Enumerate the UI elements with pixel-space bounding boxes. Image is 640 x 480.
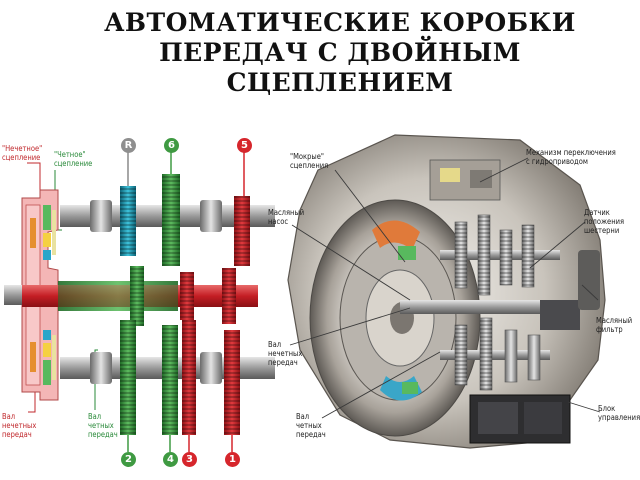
title-line-1: АВТОМАТИЧЕСКИЕ КОРОБКИ [104,8,576,37]
label-oil-filter: Масляный фильтр [596,316,633,334]
label-shift-mechanism: Механизм переключения с гидроприводом [526,148,616,166]
label-odd-shaft-left: Вал нечетных передач [2,412,37,439]
label-odd-clutch: "Нечетное" сцепление [2,144,43,162]
label-odd-shaft-right: Вал нечетных передач [268,340,303,367]
marker-gear-1: 1 [225,452,240,467]
marker-gear-6: 6 [164,138,179,153]
title-line-3: СЦЕПЛЕНИЕМ [226,68,454,97]
synchronizer [200,352,222,384]
synchronizer [90,200,112,232]
label-oil-pump: Масляный насос [268,208,305,226]
synchronizer [200,200,222,232]
title-line-2: ПЕРЕДАЧ С ДВОЙНЫМ [159,38,521,67]
marker-gear-5: 5 [237,138,252,153]
page-title: АВТОМАТИЧЕСКИЕ КОРОБКИ ПЕРЕДАЧ С ДВОЙНЫМ… [60,8,620,98]
label-wet-clutches: "Мокрые" сцепления [290,152,329,170]
gearbox-cutaway [287,134,606,449]
label-even-shaft-left: Вал четных передач [88,412,118,439]
marker-gear-2: 2 [121,452,136,467]
label-even-shaft-right: Вал четных передач [296,412,326,439]
marker-reverse: R [121,138,136,153]
synchronizer [90,352,112,384]
marker-gear-3: 3 [182,452,197,467]
label-even-clutch: "Четное" сцепление [54,150,93,168]
label-control-unit: Блок управления [598,404,640,422]
label-gear-sensor: Датчик положения шестерни [584,208,625,235]
marker-gear-4: 4 [163,452,178,467]
